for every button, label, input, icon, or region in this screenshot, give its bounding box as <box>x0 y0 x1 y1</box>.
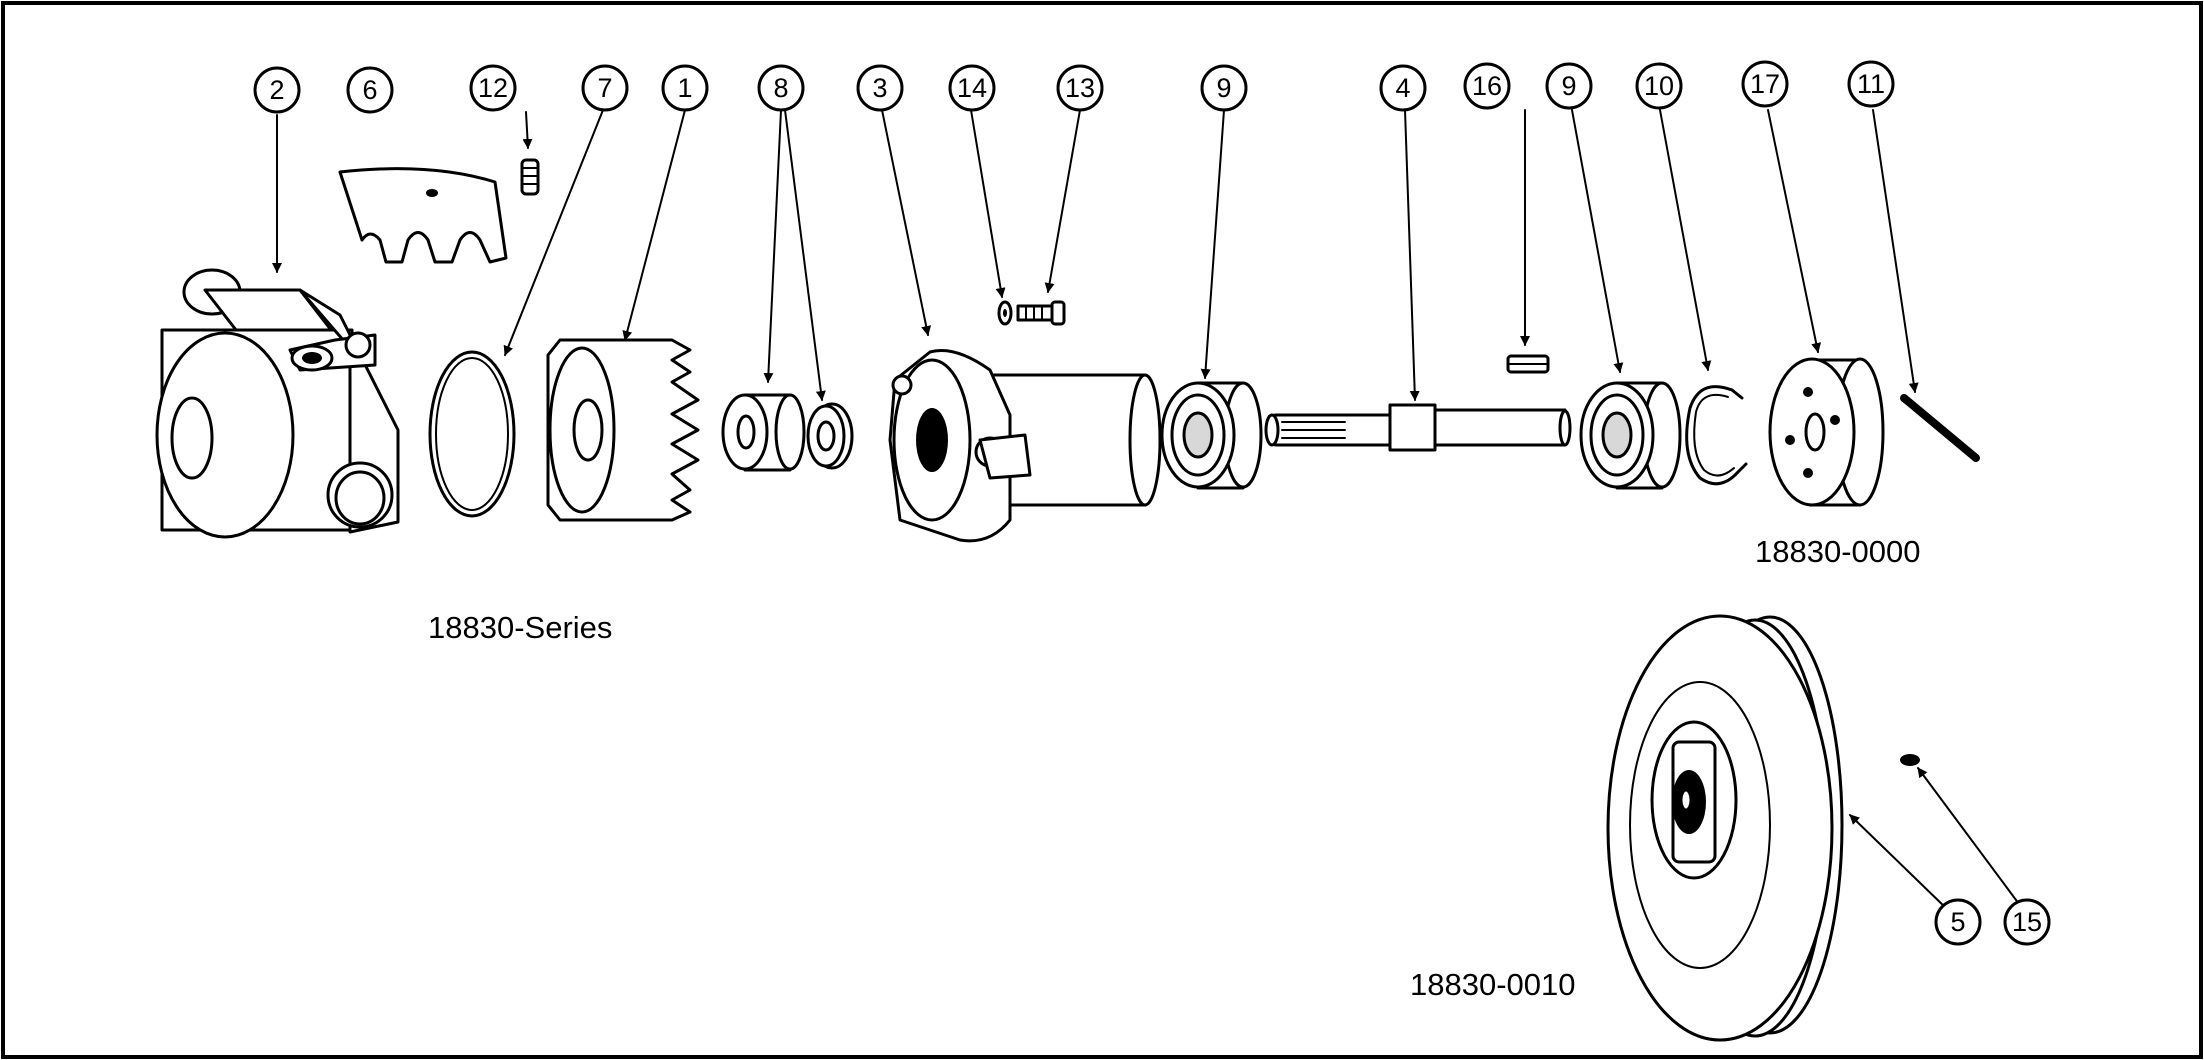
callout-14-text: 14 <box>957 73 987 103</box>
callout-8: 8 <box>757 64 805 112</box>
callout-3: 3 <box>856 64 904 112</box>
callout-15: 15 <box>2003 898 2051 946</box>
part-o-ring <box>428 350 516 518</box>
part-pulley <box>1606 614 1844 1042</box>
part-bearing-housing <box>888 348 1162 543</box>
callout-9-front: 9 <box>1200 64 1248 112</box>
callout-1: 1 <box>661 64 709 112</box>
callout-11-text: 11 <box>1857 69 1885 99</box>
callout-15-text: 15 <box>2012 907 2042 937</box>
callout-2: 2 <box>253 66 301 114</box>
part-shaft-key <box>1506 354 1550 374</box>
callout-10: 10 <box>1635 62 1683 110</box>
kit-0010-label: 18830-0010 <box>1410 967 1576 1002</box>
callout-7-text: 7 <box>597 73 612 103</box>
callout-6: 6 <box>346 66 394 114</box>
callout-12: 12 <box>469 64 517 112</box>
part-washer <box>997 300 1013 326</box>
callout-5-text: 5 <box>1950 907 1965 937</box>
callout-11: 11 <box>1847 60 1895 108</box>
series-label: 18830-Series <box>428 610 612 645</box>
part-pulley-hub <box>1768 357 1885 507</box>
part-pump-body <box>155 268 400 539</box>
callout-17: 17 <box>1741 60 1789 108</box>
leader-lines <box>272 109 2023 911</box>
part-seal-outer <box>721 393 806 472</box>
part-seal-inner <box>806 402 854 470</box>
callout-4: 4 <box>1379 64 1427 112</box>
callout-16: 16 <box>1463 62 1511 110</box>
part-cam-screw <box>520 158 540 196</box>
callout-17-text: 17 <box>1750 69 1780 99</box>
part-shaft <box>1264 403 1572 452</box>
callout-6-text: 6 <box>362 75 377 105</box>
callout-10-text: 10 <box>1644 71 1674 101</box>
part-set-screw <box>1900 754 1920 766</box>
callout-2-text: 2 <box>269 75 284 105</box>
callout-9-rear: 9 <box>1545 62 1593 110</box>
callout-7: 7 <box>581 64 629 112</box>
kit-0000-label: 18830-0000 <box>1755 534 1921 569</box>
callout-9-front-text: 9 <box>1216 73 1231 103</box>
callout-5: 5 <box>1934 898 1982 946</box>
part-cam <box>338 167 508 264</box>
part-pin <box>1900 394 1980 462</box>
callout-1-text: 1 <box>677 73 692 103</box>
callout-4-text: 4 <box>1395 73 1410 103</box>
callout-12-text: 12 <box>478 73 508 103</box>
callout-9-rear-text: 9 <box>1561 71 1576 101</box>
part-impeller <box>546 338 700 522</box>
part-snap-ring <box>1685 385 1748 486</box>
callout-14: 14 <box>948 64 996 112</box>
part-ball-bearing-front <box>1160 381 1263 490</box>
part-bolt <box>1016 300 1066 326</box>
callout-8-text: 8 <box>773 73 788 103</box>
part-ball-bearing-rear <box>1579 381 1682 490</box>
callout-13: 13 <box>1056 64 1104 112</box>
callout-3-text: 3 <box>872 73 887 103</box>
callout-13-text: 13 <box>1065 73 1095 103</box>
callout-16-text: 16 <box>1472 71 1502 101</box>
